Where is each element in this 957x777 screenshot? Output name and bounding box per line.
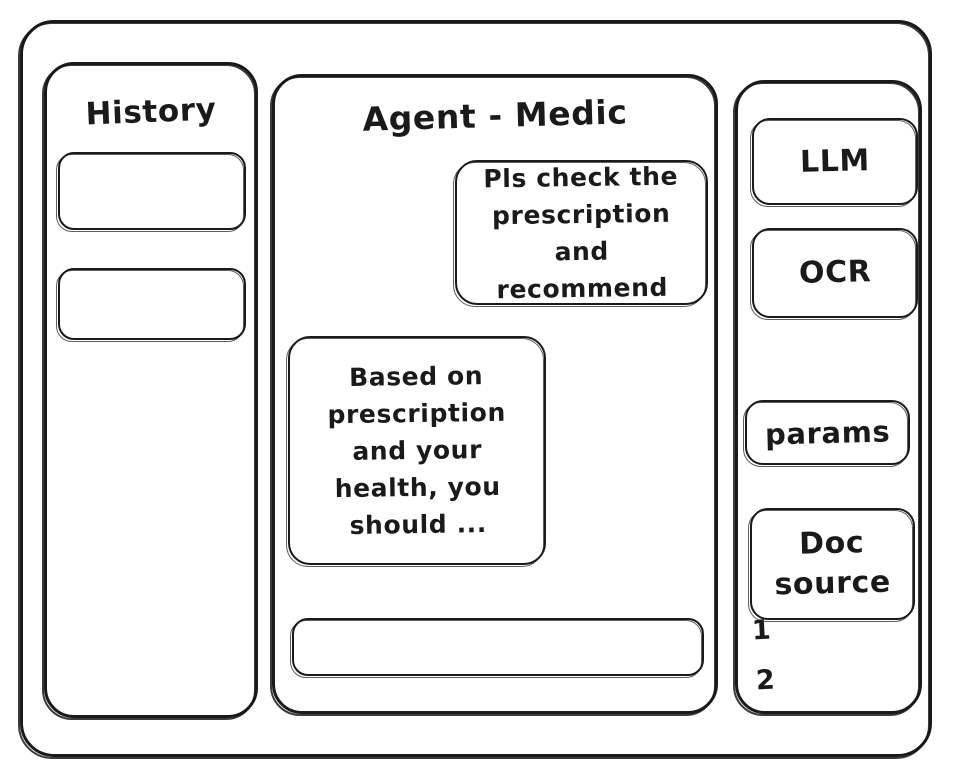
user-message-bubble: Pls check the prescription and recommend [453,160,708,307]
history-item-outline-sketch [56,154,244,232]
assistant-message-bubble: Based on prescription and your health, y… [286,336,546,567]
assistant-message-line: Based on [348,361,484,392]
assistant-message-line: prescription [327,397,506,430]
tool-card-ocr[interactable]: OCR [750,228,918,320]
tool-card-label: LLM [799,142,871,180]
tool-card-label: OCR [798,254,872,291]
tool-card-label: Doc source [773,523,891,606]
user-message-line: and recommend [496,236,669,304]
tool-card-params[interactable]: params [743,400,910,467]
history-item-outline [58,152,246,230]
assistant-message-text: Based on prescription and your health, y… [317,357,518,545]
assistant-message-line: health, you [334,471,501,504]
doc-source-ref-item[interactable]: 1 [751,614,773,647]
message-input[interactable] [290,618,704,678]
message-input-outline [292,618,704,676]
doc-source-ref-item[interactable]: 2 [755,664,777,697]
user-message-line: Pls check the [483,161,679,193]
history-item-outline-sketch [56,270,244,342]
history-item[interactable] [56,268,246,342]
tool-card-label: params [764,413,891,452]
assistant-message-line: and your [351,435,483,466]
tool-card-label-line: Doc [799,525,865,562]
tool-card-llm[interactable]: LLM [750,118,918,207]
message-input-outline-sketch [290,620,702,678]
assistant-message-line: should ... [349,509,487,540]
tool-card-doc-source[interactable]: Doc source [748,508,915,622]
user-message-line: prescription [491,198,671,230]
tool-card-label-line: source [774,564,892,603]
history-item[interactable] [56,152,246,232]
user-message-text: Pls check the prescription and recommend [454,157,709,309]
history-item-outline [58,268,246,340]
